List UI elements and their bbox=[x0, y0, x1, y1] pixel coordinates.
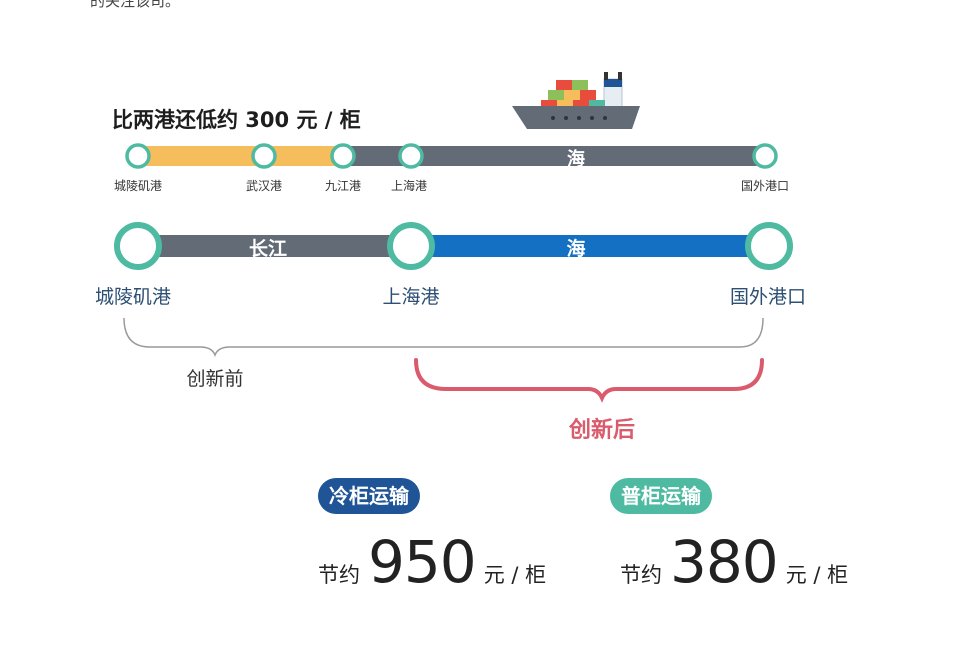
intro-text-fragment: 的关注该司。 bbox=[90, 0, 181, 10]
top-node-wuhan bbox=[251, 143, 277, 169]
after-innovation-label: 创新后 bbox=[568, 418, 636, 443]
top-route-sea-segment bbox=[343, 146, 765, 166]
cold-container-badge: 冷柜运输 bbox=[318, 478, 420, 514]
saving-unit: 元 / 柜 bbox=[785, 563, 849, 587]
bottom-port-label: 城陵矶港 bbox=[94, 286, 172, 308]
top-route-inland-segment bbox=[138, 146, 343, 166]
top-port-label: 国外港口 bbox=[740, 179, 790, 193]
top-port-label: 九江港 bbox=[324, 179, 362, 193]
saving-unit: 元 / 柜 bbox=[483, 563, 547, 587]
normal-container-badge: 普柜运输 bbox=[610, 478, 712, 514]
after-bracket bbox=[414, 358, 764, 403]
saving-prefix: 节约 bbox=[318, 563, 360, 587]
top-port-label: 武汉港 bbox=[245, 179, 283, 193]
before-innovation-label: 创新前 bbox=[186, 368, 244, 390]
top-node-foreign bbox=[752, 143, 778, 169]
bottom-sea-label: 海 bbox=[566, 238, 586, 260]
bottom-port-label: 上海港 bbox=[382, 286, 440, 308]
saving-prefix: 节约 bbox=[620, 563, 662, 587]
river-label: 长江 bbox=[248, 238, 288, 260]
bottom-port-label: 国外港口 bbox=[729, 286, 807, 308]
bottom-route-river-segment bbox=[138, 235, 411, 257]
savings-note: 比两港还低约 300 元 / 柜 bbox=[112, 108, 361, 132]
top-node-chenglingji bbox=[125, 143, 151, 169]
cargo-ship-icon bbox=[512, 72, 640, 129]
bottom-route-sea-segment bbox=[411, 235, 769, 257]
bottom-node-chenglingji bbox=[114, 222, 162, 270]
top-port-label: 上海港 bbox=[390, 179, 428, 193]
before-bracket bbox=[123, 317, 764, 358]
bottom-node-shanghai bbox=[387, 222, 435, 270]
top-node-jiujiang bbox=[330, 143, 356, 169]
saving-value: 950 bbox=[368, 528, 477, 596]
saving-value: 380 bbox=[670, 528, 779, 596]
bottom-node-foreign bbox=[745, 222, 793, 270]
top-port-label: 城陵矶港 bbox=[113, 179, 163, 193]
top-sea-label: 海 bbox=[567, 149, 585, 170]
top-node-shanghai bbox=[398, 143, 424, 169]
